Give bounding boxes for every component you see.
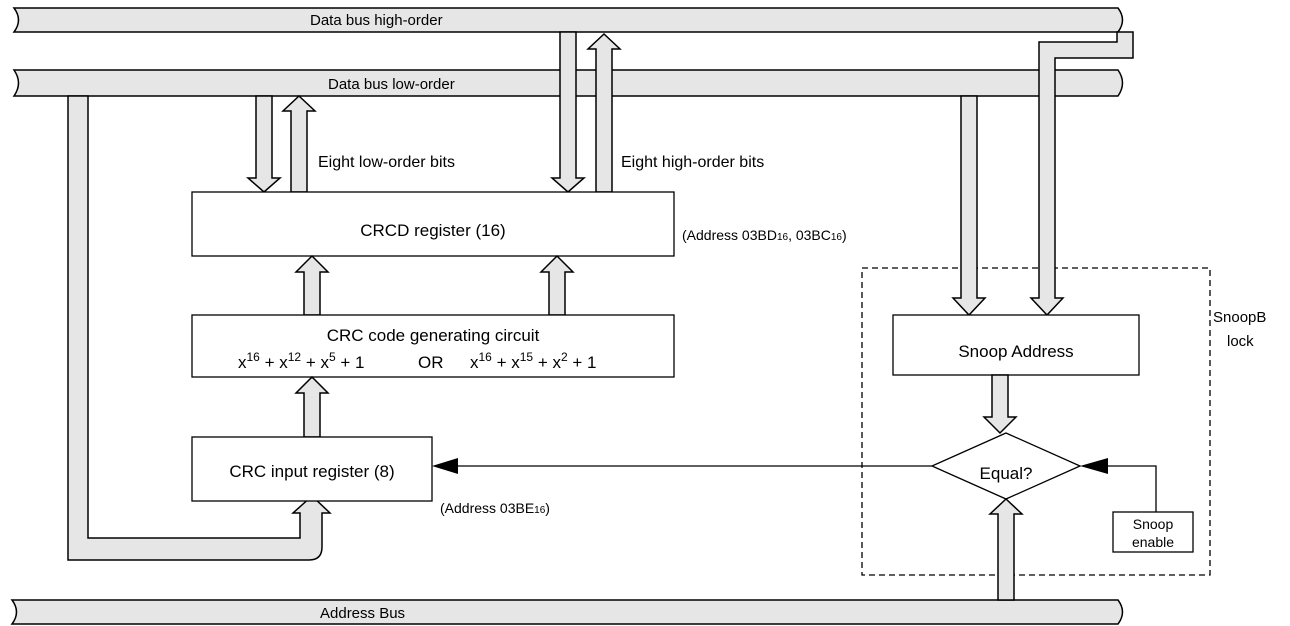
high-order-up-arrow bbox=[586, 32, 622, 193]
crc-polynomial-2: x16 + x15 + x2 + 1 bbox=[470, 350, 597, 372]
crc-polynomial-1: x16 + x12 + x5 + 1 bbox=[238, 350, 365, 372]
input-to-gen-arrow bbox=[294, 375, 330, 438]
snoop-enable-line bbox=[1108, 465, 1157, 512]
high-order-down-arrow bbox=[550, 31, 586, 193]
data-bus-high-order bbox=[12, 7, 1124, 33]
low-order-bits-label: Eight low-order bits bbox=[318, 154, 455, 171]
snoop-block-boundary bbox=[861, 267, 1211, 576]
address-bus bbox=[10, 599, 1124, 625]
crc-input-register bbox=[191, 436, 433, 502]
snoop-enable-box bbox=[1112, 511, 1194, 553]
snoop-to-equal-arrow bbox=[982, 374, 1018, 435]
snoop-enable-label-line2: enable bbox=[1132, 534, 1174, 550]
high-order-to-snoop-arrow-right bbox=[1029, 31, 1134, 317]
snoop-block-label-line2: lock bbox=[1227, 333, 1254, 350]
crc-generating-circuit-title: CRC code generating circuit bbox=[327, 326, 540, 345]
equal-comparator-label: Equal? bbox=[980, 464, 1033, 483]
snoop-address-register bbox=[892, 314, 1140, 376]
address-bus-label: Address Bus bbox=[320, 605, 405, 622]
low-order-feedback-path bbox=[67, 95, 332, 561]
gen-to-crcd-arrow-left bbox=[294, 254, 330, 316]
snoop-enable-arrowhead bbox=[1080, 458, 1108, 474]
crc-input-address-label: (Address 03BE16) bbox=[440, 500, 550, 516]
crc-input-register-label: CRC input register (8) bbox=[229, 462, 394, 481]
crc-polynomial-or: OR bbox=[418, 353, 444, 372]
gen-to-crcd-arrow-right bbox=[539, 254, 575, 316]
snoop-enable-label-line1: Snoop bbox=[1133, 516, 1174, 532]
low-order-up-arrow bbox=[281, 94, 317, 193]
crcd-register bbox=[191, 191, 675, 257]
low-order-down-arrow bbox=[246, 95, 282, 193]
crc-generating-circuit bbox=[191, 314, 675, 378]
address-bus-to-equal-arrow bbox=[988, 497, 1024, 601]
data-bus-low-order-label: Data bus low-order bbox=[328, 76, 455, 93]
crcd-address-label: (Address 03BD16, 03BC16) bbox=[682, 227, 847, 243]
data-bus-high-order-label: Data bus high-order bbox=[310, 12, 443, 29]
high-order-bits-label: Eight high-order bits bbox=[621, 154, 764, 171]
snoop-address-label: Snoop Address bbox=[958, 342, 1073, 361]
snoop-block-label-line1: SnoopB bbox=[1213, 309, 1266, 326]
equal-to-input-arrowhead bbox=[432, 458, 458, 474]
crcd-register-label: CRCD register (16) bbox=[360, 221, 505, 240]
low-order-to-snoop-arrow-left bbox=[951, 95, 987, 317]
